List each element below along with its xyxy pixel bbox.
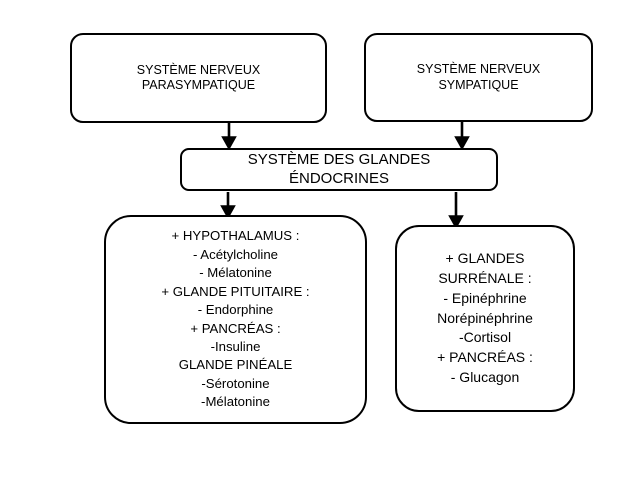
node-left-glands-label: + HYPOTHALAMUS : - Acétylcholine - Mélat… [161,228,310,410]
node-endocrine-glands-system: SYSTÈME DES GLANDES ÉNDOCRINES [180,148,498,191]
node-sympathetic-label: SYSTÈME NERVEUX SYMPATIQUE [416,62,541,92]
node-endocrine-label: SYSTÈME DES GLANDES ÉNDOCRINES [247,151,431,187]
node-sympathetic-nervous-system: SYSTÈME NERVEUX SYMPATIQUE [364,33,593,122]
node-adrenal-label: + GLANDES SURRÉNALE : - Epinéphrine Noré… [437,249,533,386]
node-parasympathetic-label: SYSTÈME NERVEUX PARASYMPATIQUE [136,62,261,92]
node-adrenal-glands-pancreas: + GLANDES SURRÉNALE : - Epinéphrine Noré… [395,225,575,412]
node-parasympathetic-nervous-system: SYSTÈME NERVEUX PARASYMPATIQUE [70,33,327,123]
node-hypothalamus-pituitary-pancreas-pineal: + HYPOTHALAMUS : - Acétylcholine - Mélat… [104,215,367,424]
